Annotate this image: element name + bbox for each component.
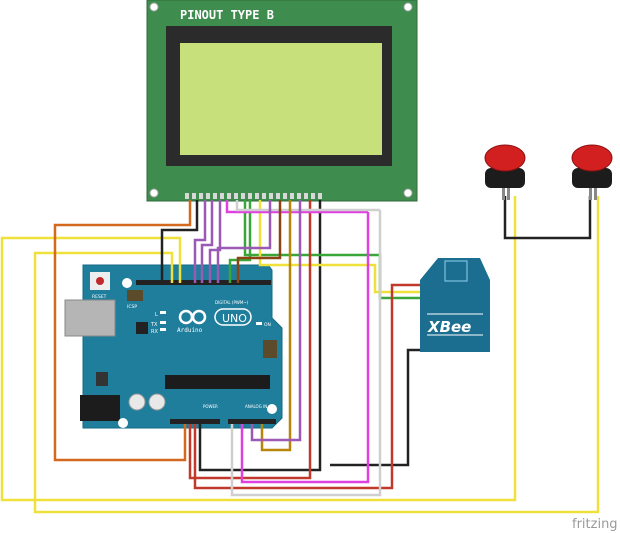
button-base [485, 168, 525, 188]
xbee-module: XBee [420, 258, 490, 352]
pushbutton-2[interactable] [571, 144, 613, 200]
xbee-antenna [444, 260, 468, 282]
digital-label: DIGITAL (PWM~) [215, 300, 249, 305]
lcd-pin [192, 193, 196, 199]
wire[interactable] [236, 200, 282, 283]
wire[interactable] [330, 348, 420, 467]
button-cap[interactable] [484, 144, 526, 172]
wire[interactable] [503, 196, 592, 240]
button-base [572, 168, 612, 188]
mount-hole [403, 188, 413, 198]
lcd-pin [213, 193, 217, 199]
analog-label: ANALOG IN [245, 404, 267, 409]
wire[interactable] [260, 200, 292, 452]
icsp-label: ICSP [127, 304, 137, 310]
arduino-brand: Arduino [177, 327, 203, 334]
lcd-module: PINOUT TYPE B [146, 0, 418, 202]
mount-hole [149, 2, 159, 12]
arduino-logo-icon [178, 309, 207, 325]
wire[interactable] [235, 200, 380, 212]
chip-small [136, 322, 148, 334]
arduino-uno: RESET ICSP L TX RX UNO Arduino ON DIGITA… [64, 264, 283, 429]
lcd-pin [255, 193, 259, 199]
wires [0, 196, 600, 514]
lcd-pin [283, 193, 287, 199]
wire[interactable] [198, 200, 322, 472]
lcd-pin [234, 193, 238, 199]
wire[interactable] [193, 283, 420, 490]
xbee-body [420, 258, 490, 352]
digital-header [136, 280, 271, 285]
wire[interactable] [216, 200, 272, 283]
lcd-title: PINOUT TYPE B [180, 8, 274, 22]
lcd-pin [262, 193, 266, 199]
lcd-pin [248, 193, 252, 199]
led-tx-label: TX [150, 322, 158, 328]
lcd-pin [199, 193, 203, 199]
wire[interactable] [230, 210, 382, 497]
mount-hole [122, 278, 132, 288]
wire[interactable] [208, 200, 222, 283]
lcd-pin [220, 193, 224, 199]
lcd-pin [241, 193, 245, 199]
lcd-pin [276, 193, 280, 199]
lcd-pin [290, 193, 294, 199]
wire[interactable] [33, 196, 600, 514]
power-jack [80, 395, 120, 421]
led-rx [160, 328, 166, 331]
lcd-pin [304, 193, 308, 199]
uno-badge [214, 308, 252, 326]
wire[interactable] [240, 212, 370, 484]
mount-hole [403, 2, 413, 12]
reset-button-cap[interactable] [96, 277, 104, 285]
reset-label: RESET [92, 294, 107, 300]
regulator [96, 372, 108, 386]
button-cap[interactable] [571, 144, 613, 172]
wire[interactable] [250, 200, 302, 442]
pushbutton-1[interactable] [484, 144, 526, 200]
lcd-pin [311, 193, 315, 199]
wire[interactable] [200, 200, 214, 283]
icsp-header [127, 290, 143, 301]
analog-header [228, 419, 276, 424]
led-on [256, 322, 262, 325]
fritzing-watermark: fritzing [572, 517, 618, 532]
lcd-pin [206, 193, 210, 199]
led-tx [160, 321, 166, 324]
mount-hole [118, 418, 128, 428]
lcd-pin [185, 193, 189, 199]
wire[interactable] [160, 200, 199, 283]
wire[interactable] [258, 200, 420, 294]
led-on-label: ON [264, 322, 271, 328]
wire[interactable] [53, 200, 192, 462]
lcd-pin [297, 193, 301, 199]
mount-hole [149, 188, 159, 198]
capacitor [128, 393, 146, 411]
wire[interactable] [193, 200, 207, 283]
capacitor [148, 393, 166, 411]
power-label: POWER [203, 404, 218, 409]
lcd-pin [227, 193, 231, 199]
wire[interactable] [0, 196, 517, 502]
icsp2-header [263, 340, 277, 358]
lcd-pin [269, 193, 273, 199]
mount-hole [267, 404, 277, 414]
led-l-label: L [155, 312, 158, 318]
power-header [170, 419, 220, 424]
lcd-pin [318, 193, 322, 199]
led-l [160, 311, 166, 314]
uno-label: UNO [222, 312, 247, 325]
led-rx-label: RX [151, 329, 158, 335]
xbee-label: XBee [427, 318, 471, 336]
wire[interactable] [188, 200, 312, 480]
wire[interactable] [228, 200, 252, 283]
usb-port [64, 299, 116, 337]
wire[interactable] [225, 200, 368, 214]
atmega-chip [165, 375, 270, 389]
lcd-screen [180, 43, 382, 155]
